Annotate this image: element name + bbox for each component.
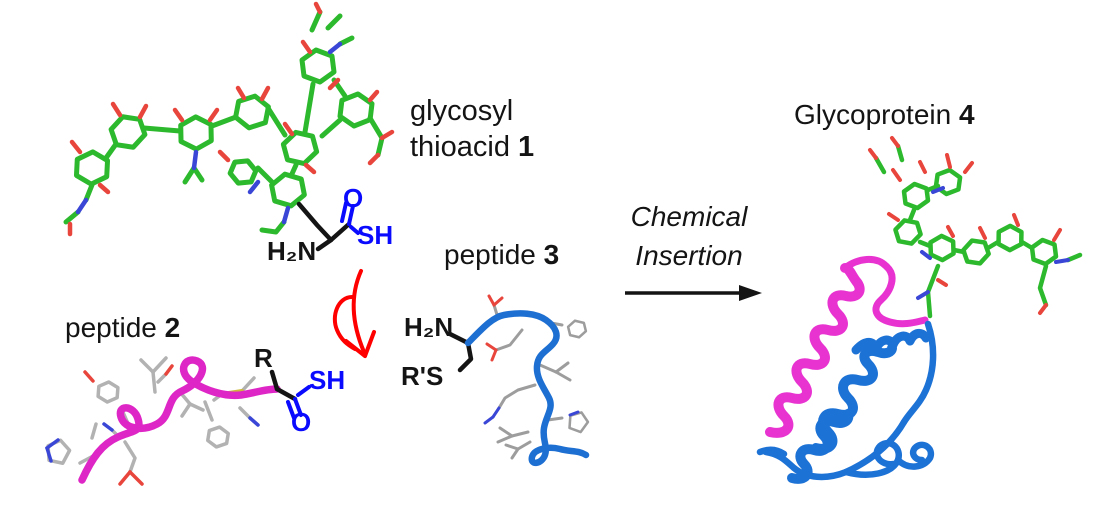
carbonyl-oxygen-label-1: O (343, 183, 364, 213)
peptide-3-structure (447, 294, 592, 466)
glycoprotein-4-label: Glycoprotein 4 (794, 99, 975, 130)
thioacid-2-co-double-bond (286, 385, 311, 420)
peptide-2-ribbon (78, 356, 281, 484)
peptide-3-heteroatoms (483, 294, 580, 425)
nitrogen-stubs-4 (916, 186, 1070, 300)
r-group-label: R (254, 343, 273, 373)
reaction-condition-line1: Chemical (630, 201, 748, 232)
sugar-rings-4 (894, 167, 1056, 266)
oxygen-stubs (67, 1, 395, 237)
peptide-2-sidechains (43, 356, 256, 474)
thioacid-group-2 (269, 369, 311, 420)
glycan-structure-4 (868, 136, 1083, 319)
glycosidic-bonds-4 (873, 143, 1083, 319)
compound-number-3: 3 (543, 239, 560, 270)
reaction-arrow-icon (625, 285, 762, 301)
reaction-condition-line2: Insertion (635, 240, 743, 271)
thioacid-1-co-double-bond (340, 201, 360, 235)
amine-label-2: H₂N (404, 312, 454, 342)
carbonyl-oxygen-label-2: O (291, 407, 312, 437)
glycoprotein-4-structure (756, 136, 1083, 484)
glycosidic-bonds (63, 9, 385, 235)
glycoprotein-4-magenta-helix (765, 256, 929, 438)
thioester-rs-label: R'S (401, 361, 444, 391)
peptide-2-heteroatoms (45, 364, 260, 486)
glycoprotein-4-blue-domain (756, 320, 937, 484)
peptide-2-structure (43, 356, 281, 486)
red-curved-arrow-icon (332, 269, 376, 358)
amine-label-1: H₂N (267, 236, 317, 266)
nitrogen-stubs (75, 41, 343, 225)
reaction-condition-label: Chemical Insertion (610, 197, 768, 275)
glycan-structure-1 (63, 1, 395, 237)
thioacid-group-1 (296, 201, 360, 252)
peptide-3-label: peptide 3 (444, 239, 560, 270)
glycosyl-thioacid-label-line2: thioacid 1 (410, 131, 535, 163)
glycosyl-thioacid-label-line1: glycosyl (410, 95, 514, 127)
oxygen-stubs-4 (868, 136, 1062, 315)
compound-number-2: 2 (164, 312, 181, 343)
thiol-label-2: SH (309, 365, 346, 395)
peptide-3-ribbon (464, 310, 590, 466)
peptide-2-label: peptide 2 (65, 312, 181, 343)
peptide-3-amine-bonds (447, 331, 474, 373)
compound-number-4: 4 (958, 99, 975, 130)
glycosyl-thioacid-label: glycosyl thioacid 1 (410, 93, 534, 165)
compound-number-1: 1 (518, 131, 535, 163)
thiol-label-1: SH (357, 220, 394, 250)
